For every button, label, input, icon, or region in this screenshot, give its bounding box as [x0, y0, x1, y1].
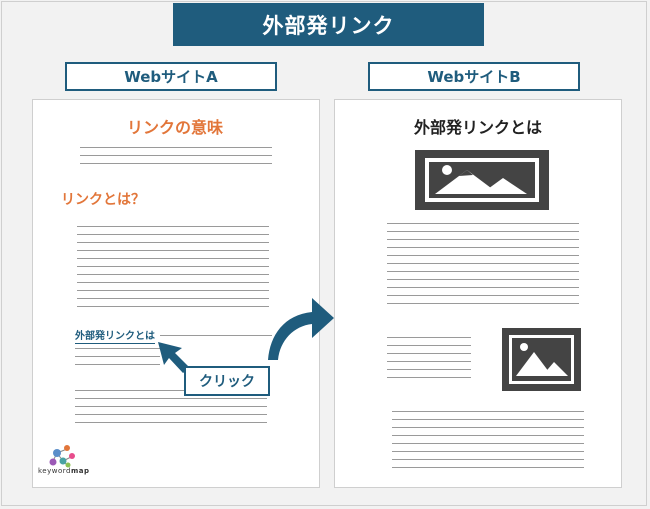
- cursor-arrow-icon: [158, 342, 190, 373]
- site-a-subheading: リンクとは？: [61, 192, 145, 208]
- site-a-heading: リンクの意味: [127, 118, 224, 137]
- site-b-heading: 外部発リンクとは: [414, 118, 543, 137]
- site-a-text-lines-2: [77, 226, 269, 314]
- site-a-text-lines-4: [75, 390, 267, 430]
- site-b-text-lines-1: [387, 223, 579, 311]
- small-image-icon: [502, 328, 581, 391]
- logo-wordmark: keywordmap: [38, 467, 90, 475]
- click-label: クリック: [184, 366, 270, 396]
- site-a-text-lines-3: [75, 348, 267, 372]
- site-a-label: WebサイトA: [65, 62, 277, 91]
- site-b-text-lines-2: [387, 337, 471, 385]
- site-b-label: WebサイトB: [368, 62, 580, 91]
- site-a-link-line-tail: [160, 335, 272, 343]
- title-banner: 外部発リンク: [173, 3, 484, 46]
- keywordmap-logo-icon: [49, 445, 75, 468]
- image-placeholder-icon: [415, 150, 549, 210]
- site-b-text-lines-3: [392, 411, 584, 475]
- site-a-text-lines-1: [80, 147, 272, 171]
- external-link[interactable]: 外部発リンクとは: [75, 327, 155, 344]
- navigate-arrow-icon: [268, 298, 334, 360]
